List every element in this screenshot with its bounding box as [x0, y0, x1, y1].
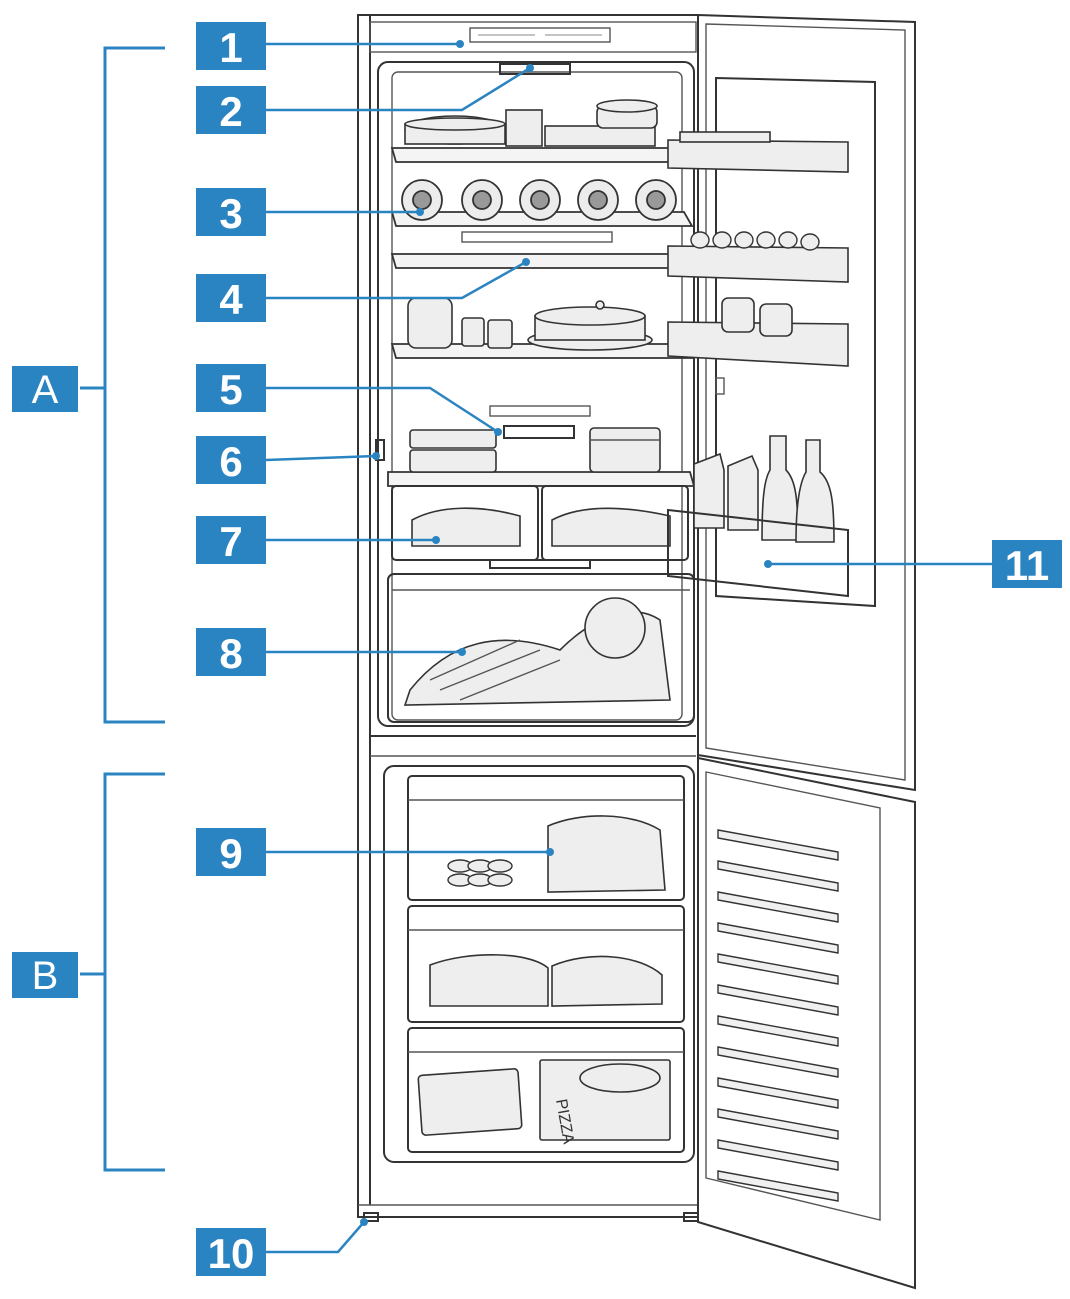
callout-4-badge: [196, 274, 266, 322]
callout-3-label: 3: [219, 190, 242, 237]
freezer-door-ridge: [717, 1108, 839, 1140]
callout-6-badge: [196, 436, 266, 484]
callout-10-label: 10: [208, 1230, 255, 1277]
callout-11-label: 11: [1005, 542, 1049, 589]
bottle-rack: [390, 179, 694, 227]
callout-4-label: 4: [219, 276, 243, 323]
freezer-door-ridge: [717, 922, 839, 954]
freezer-door-ridge: [717, 860, 839, 892]
leader-lines: [265, 40, 992, 1254]
freezer-door-ridge: [717, 1139, 839, 1171]
freezer-drawer-top: [407, 775, 685, 901]
crisper-drawer: [387, 573, 695, 723]
callout-2-badge: [196, 86, 266, 134]
leader-5: [266, 386, 499, 434]
door-shelf-3: [667, 297, 849, 367]
door-shelf-1: [667, 131, 849, 173]
freezer-door-ridges: [717, 829, 839, 1202]
fridge-cabinet: PIZZA: [357, 14, 699, 1222]
freezer-door-ridge: [717, 1077, 839, 1109]
top-shelf: [390, 99, 694, 163]
leader-2: [266, 66, 531, 112]
callout-5-badge: [196, 364, 266, 412]
freezer-drawer-middle: [407, 905, 685, 1023]
callout-11-badge: [992, 540, 1062, 588]
section-bracket-b: B: [12, 772, 165, 1172]
section-b-badge: [12, 952, 78, 998]
freezer-door-ridge: [717, 953, 839, 985]
callout-7-badge: [196, 516, 266, 564]
freezer-door-ridge: [717, 984, 839, 1016]
glass-shelf: [390, 231, 694, 269]
freezer-door-ridge: [717, 1015, 839, 1047]
callout-3-badge: [196, 188, 266, 236]
fridge-compartment: [377, 61, 695, 727]
fresh-zone-panel: [489, 405, 591, 439]
callout-7-label: 7: [219, 518, 242, 565]
door-shelf-egg: [667, 231, 849, 283]
leader-4: [266, 260, 527, 300]
interior-light: [499, 63, 571, 75]
callout-9-label: 9: [219, 830, 242, 877]
callout-2-label: 2: [219, 88, 242, 135]
chiller-drawers: [391, 485, 689, 569]
lower-shelf: [387, 427, 696, 487]
callout-1-badge: [196, 22, 266, 70]
section-bracket-a: A: [12, 46, 165, 724]
callout-8-badge: [196, 628, 266, 676]
callout-1-label: 1: [219, 24, 242, 71]
bottle-balcony: [667, 435, 849, 598]
callout-9-badge: [196, 828, 266, 876]
leader-6: [265, 454, 377, 462]
callout-10-badge: [196, 1228, 266, 1276]
section-a-label: A: [32, 368, 59, 412]
middle-shelf: [390, 297, 694, 359]
freezer-door-ridge: [717, 1046, 839, 1078]
callout-8-label: 8: [219, 630, 242, 677]
freezer-door-ridge: [717, 1170, 839, 1202]
control-panel: [369, 21, 697, 53]
freezer-door: [697, 756, 916, 1290]
freezer-door-ridge: [717, 829, 839, 861]
leader-10: [266, 1221, 365, 1254]
freezer-door-ridge: [717, 891, 839, 923]
freezer-compartment: [383, 765, 695, 1163]
callout-5-label: 5: [219, 366, 242, 413]
callout-badges: 1 2 3 4 5 6 7 8 9 10 11: [196, 22, 1062, 1277]
fridge-door: [667, 13, 916, 792]
section-b-label: B: [32, 954, 59, 998]
section-a-badge: [12, 366, 78, 412]
side-slot: [375, 439, 385, 461]
freezer-drawer-bottom: PIZZA: [407, 1027, 685, 1153]
callout-6-label: 6: [219, 438, 242, 485]
